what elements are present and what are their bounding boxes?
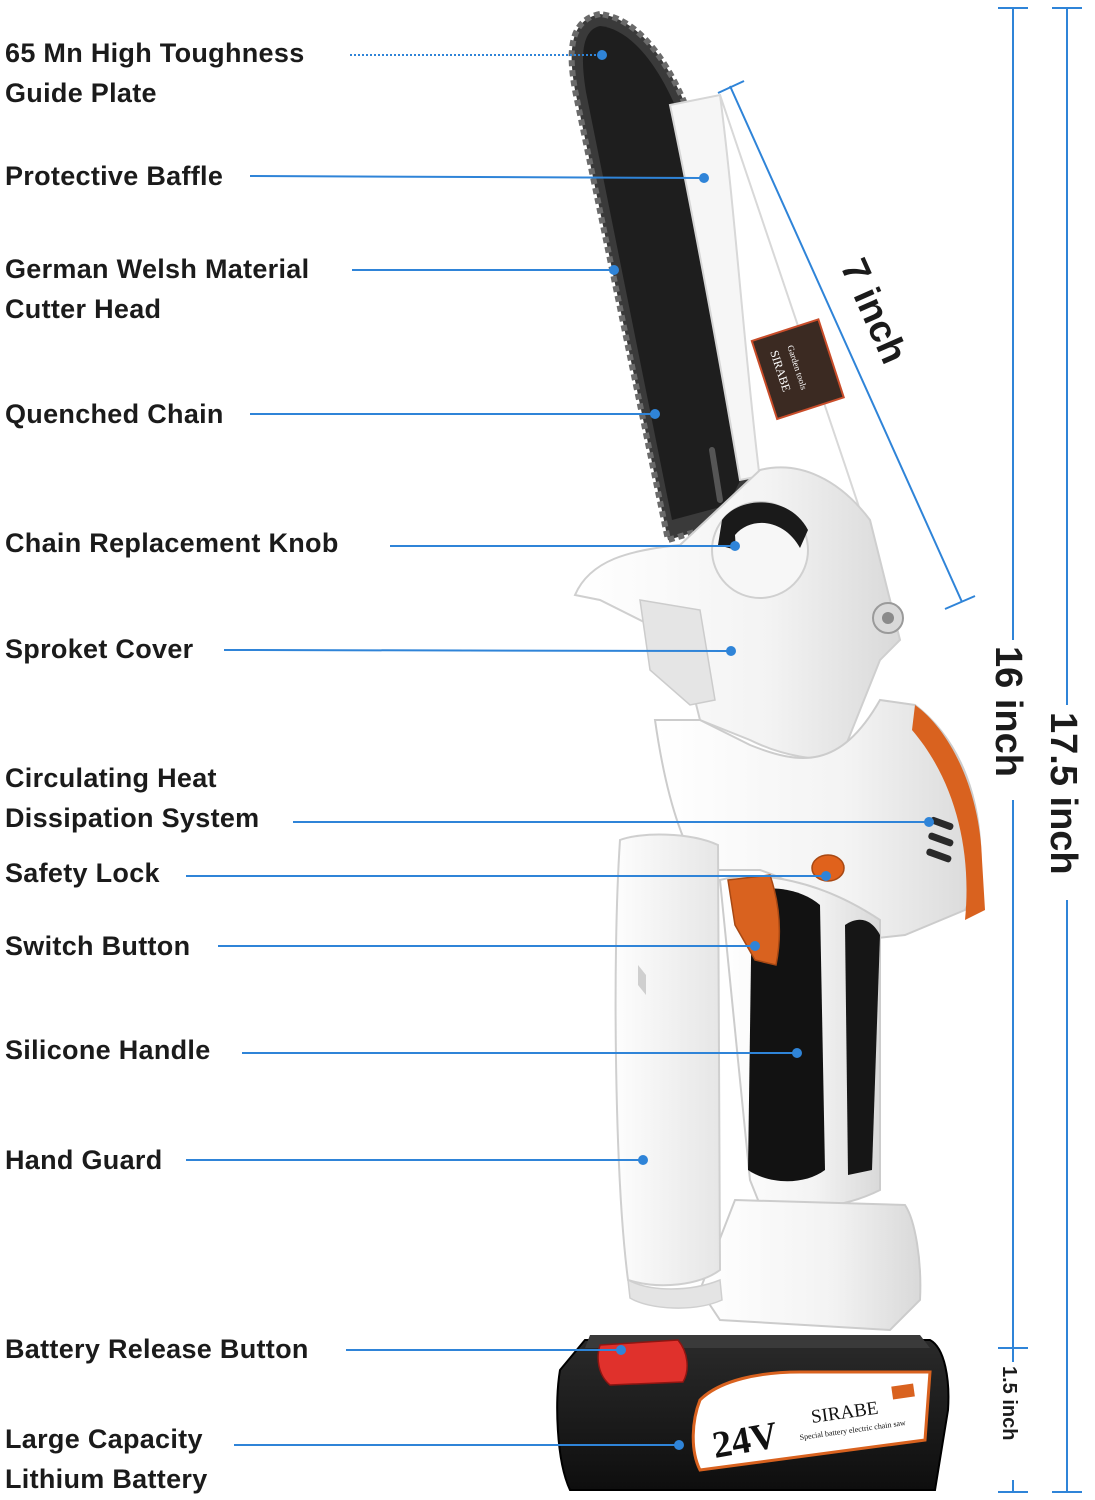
hand-guard-shape (614, 833, 722, 1287)
leader-dot-cutter-head (609, 265, 619, 275)
dim-blade-text: 7 inch (832, 253, 915, 370)
chain-replacement-knob (718, 502, 808, 550)
silicone-grip-right (845, 919, 880, 1175)
dim-blade-line (729, 85, 963, 603)
battery-indicator (891, 1383, 915, 1400)
leader-dot-battery-release (616, 1345, 626, 1355)
bolt-center (882, 612, 894, 624)
battery-label-panel (691, 1370, 932, 1472)
label-sprocket-cover-text: Sproket Cover (5, 634, 194, 664)
label-sprocket-cover: Sproket Cover (5, 629, 193, 669)
dim-total-text: 17.5 inch (1042, 712, 1084, 875)
label-guide-plate-line2: Guide Plate (5, 78, 157, 108)
leader-sprocket (223, 649, 729, 652)
label-protective-baffle-text: Protective Baffle (5, 161, 224, 191)
safety-lock-button (811, 854, 845, 882)
dim-battery-text: 1.5 inch (998, 1366, 1020, 1440)
dim-blade-tick-bottom (944, 595, 976, 610)
label-cutter-head-line1: German Welsh Material (5, 254, 310, 284)
leader-dot-sprocket (726, 646, 736, 656)
label-guide-plate-line1: 65 Mn High Toughness (5, 38, 305, 68)
label-protective-baffle: Protective Baffle (5, 156, 223, 196)
sprocket-cover-shape (573, 466, 902, 762)
label-cutter-head: German Welsh Material Cutter Head (5, 249, 309, 329)
dim-body-text: 16 inch (987, 646, 1029, 777)
label-chain-knob: Chain Replacement Knob (5, 523, 339, 563)
leader-lines (186, 50, 934, 1450)
label-lithium-battery-line2: Lithium Battery (5, 1464, 208, 1494)
label-lithium-battery: Large Capacity Lithium Battery (5, 1419, 208, 1499)
vent-2 (928, 832, 954, 847)
leader-dot-guide-plate (597, 50, 607, 60)
brand-plate: SIRABE Garden tools (750, 318, 845, 421)
guide-bar-slot (709, 447, 723, 503)
battery-release-button (597, 1339, 688, 1386)
label-safety-lock: Safety Lock (5, 853, 160, 893)
handle-base (698, 1198, 922, 1332)
label-safety-lock-text: Safety Lock (5, 858, 160, 888)
leader-dot-baffle (699, 173, 709, 183)
upper-housing (573, 466, 904, 762)
label-chain-knob-text: Chain Replacement Knob (5, 528, 339, 558)
label-cutter-head-line2: Cutter Head (5, 294, 162, 324)
dim-blade-tick-top (717, 80, 745, 94)
label-heat-dissipation: Circulating Heat Dissipation System (5, 758, 259, 838)
orange-accent (912, 705, 985, 920)
label-switch-button: Switch Button (5, 926, 190, 966)
guide-bar-plate (582, 26, 748, 520)
leader-dot-switch (750, 941, 760, 951)
handle-assembly (698, 854, 922, 1332)
leader-dot-chain (650, 409, 660, 419)
label-hand-guard: Hand Guard (5, 1140, 163, 1180)
label-switch-button-text: Switch Button (5, 931, 191, 961)
label-battery-release: Battery Release Button (5, 1329, 309, 1369)
label-quenched-chain: Quenched Chain (5, 394, 224, 434)
heat-vents (926, 816, 954, 863)
label-guide-plate: 65 Mn High Toughness Guide Plate (5, 33, 305, 113)
leader-baffle (249, 175, 701, 179)
hand-guard-bottom (627, 1278, 723, 1309)
label-heat-dissipation-line1: Circulating Heat (5, 763, 217, 793)
leader-dot-hand-guard (638, 1155, 648, 1165)
hand-guard-slot (638, 965, 646, 995)
label-heat-dissipation-line2: Dissipation System (5, 803, 260, 833)
label-battery-release-text: Battery Release Button (5, 1334, 309, 1364)
leader-dot-knob (730, 541, 740, 551)
dimension-lines: 7 inch 16 inch 17.5 inch 1.5 inch (717, 7, 1084, 1493)
brand-plate-bg (750, 318, 845, 421)
label-hand-guard-text: Hand Guard (5, 1145, 163, 1175)
label-lithium-battery-line1: Large Capacity (5, 1424, 203, 1454)
label-silicone-handle: Silicone Handle (5, 1030, 211, 1070)
vent-3 (926, 848, 952, 863)
vent-1 (930, 816, 954, 831)
leader-dot-heat (924, 817, 934, 827)
switch-trigger (727, 874, 781, 966)
leader-dot-grip (792, 1048, 802, 1058)
leader-dot-battery (674, 1440, 684, 1450)
battery-pack: 24V SIRABE Special battery electric chai… (556, 1335, 950, 1491)
leader-dot-safety-lock (821, 871, 831, 881)
label-silicone-handle-text: Silicone Handle (5, 1035, 211, 1065)
hand-guard (614, 833, 723, 1309)
sprocket-recess (639, 599, 716, 706)
guide-bar (568, 10, 764, 544)
label-quenched-chain-text: Quenched Chain (5, 399, 224, 429)
